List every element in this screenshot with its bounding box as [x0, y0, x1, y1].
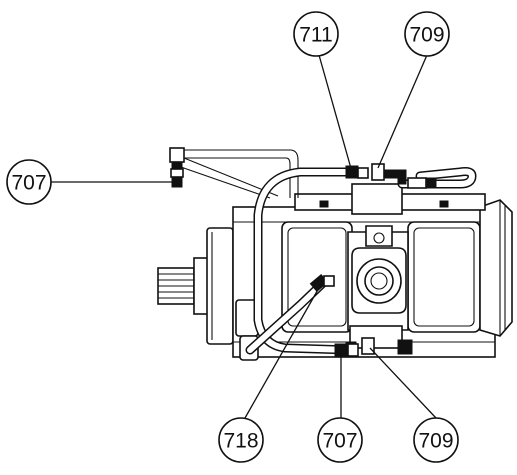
- fitting-718: [309, 273, 335, 293]
- callout-709-upper-label: 709: [409, 24, 444, 47]
- fitting-711: [345, 165, 369, 179]
- leader-709-lower: [369, 347, 437, 419]
- shaft-splines: [158, 273, 194, 299]
- fitting-709-upper: [371, 163, 437, 189]
- callout-709-upper: 709: [404, 11, 450, 57]
- callout-711-label: 711: [299, 24, 332, 47]
- shaft-collar: [193, 257, 209, 315]
- rear-section: [407, 221, 481, 333]
- hoses: [169, 147, 477, 357]
- leader-711: [318, 54, 353, 173]
- callout-707-lower-label: 707: [322, 430, 357, 453]
- callout-707-upper: 707: [6, 159, 52, 205]
- tube-707-upper: [176, 149, 299, 198]
- fitting-709-lower: [361, 337, 413, 355]
- valve-block: [351, 183, 403, 215]
- leader-709-upper: [377, 54, 428, 169]
- end-cap: [479, 199, 513, 337]
- callout-707-lower: 707: [317, 417, 363, 463]
- leader-lines: [50, 54, 437, 419]
- fitting-707-lower: [334, 343, 359, 357]
- callout-711: 711: [293, 11, 339, 57]
- leader-718: [244, 285, 321, 419]
- mounting-flange: [206, 227, 234, 345]
- callout-718: 718: [218, 417, 264, 463]
- pump-assembly: [157, 183, 513, 361]
- callout-707-upper-label: 707: [11, 172, 46, 195]
- callout-718-label: 718: [223, 430, 258, 453]
- callout-709-lower: 709: [413, 417, 459, 463]
- fitting-707-upper: [169, 147, 185, 188]
- callout-709-lower-label: 709: [418, 430, 453, 453]
